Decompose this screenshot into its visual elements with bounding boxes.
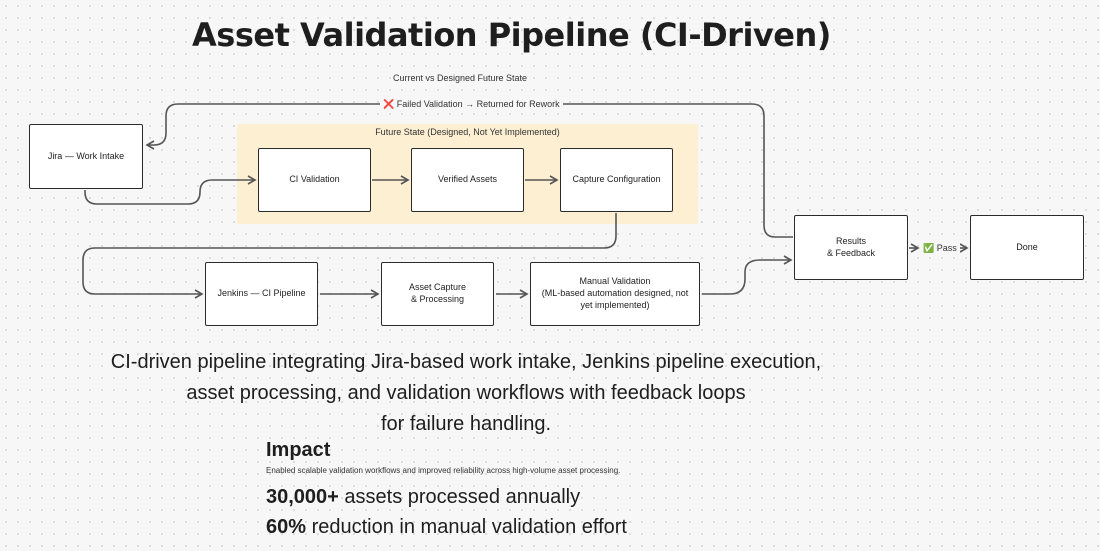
- description-line-2: asset processing, and validation workflo…: [186, 382, 746, 404]
- node-verified-assets-label: Verified Assets: [437, 174, 498, 185]
- edge-manual-validation-to-results: [702, 255, 793, 295]
- impact-metric-assets-value: 30,000+: [266, 486, 339, 508]
- edge-jira-to-ci-validation: [84, 175, 257, 205]
- impact-metric-reduction-text: reduction in manual validation effort: [306, 516, 627, 538]
- edge-label-pass: ✅ Pass: [920, 242, 960, 254]
- description-line-1: CI-driven pipeline integrating Jira-base…: [110, 351, 822, 373]
- node-ci-validation[interactable]: CI Validation: [258, 148, 371, 212]
- node-results-label-line2: & Feedback: [826, 247, 876, 258]
- edge-capture-config-to-jenkins: [82, 213, 617, 299]
- node-jira-work-intake[interactable]: Jira — Work Intake: [29, 124, 143, 189]
- diagram-subtitle: Current vs Designed Future State: [392, 73, 528, 83]
- node-manual-validation-label-line1: Manual Validation: [579, 276, 651, 287]
- node-verified-assets[interactable]: Verified Assets: [411, 148, 524, 212]
- node-manual-validation[interactable]: Manual Validation (ML-based automation d…: [530, 262, 700, 326]
- impact-metric-reduction: 60% reduction in manual validation effor…: [266, 516, 627, 539]
- node-done[interactable]: Done: [970, 215, 1084, 280]
- node-asset-capture-label-line1: Asset Capture: [408, 282, 467, 293]
- node-jenkins-label: Jenkins — CI Pipeline: [217, 288, 306, 299]
- node-jenkins-ci-pipeline[interactable]: Jenkins — CI Pipeline: [205, 262, 318, 326]
- impact-subtitle: Enabled scalable validation workflows an…: [266, 466, 621, 475]
- pipeline-description: CI-driven pipeline integrating Jira-base…: [0, 347, 932, 440]
- impact-heading: Impact: [266, 439, 331, 461]
- node-capture-configuration-label: Capture Configuration: [572, 174, 661, 185]
- node-capture-configuration[interactable]: Capture Configuration: [560, 148, 673, 212]
- node-results-feedback[interactable]: Results & Feedback: [794, 215, 908, 280]
- node-manual-validation-label-line2: (ML-based automation designed, not: [541, 288, 689, 299]
- impact-metric-assets-text: assets processed annually: [338, 486, 581, 508]
- node-done-label: Done: [1016, 241, 1038, 252]
- diagram-title: Asset Validation Pipeline (CI-Driven): [192, 16, 831, 54]
- description-line-3: for failure handling.: [380, 413, 552, 435]
- node-results-label-line1: Results: [835, 235, 866, 246]
- node-asset-capture-label-line2: & Processing: [410, 294, 465, 304]
- impact-metric-assets: 30,000+ assets processed annually: [266, 486, 580, 509]
- node-jira-label: Jira — Work Intake: [47, 150, 125, 161]
- future-state-zone-label: Future State (Designed, Not Yet Implemen…: [375, 127, 560, 137]
- edge-label-failed-validation: ❌ Failed Validation → Returned for Rewor…: [380, 98, 563, 110]
- node-ci-validation-label: CI Validation: [289, 174, 340, 185]
- node-manual-validation-label-line3: yet implemented): [580, 299, 650, 310]
- impact-metric-reduction-value: 60%: [266, 516, 307, 538]
- node-asset-capture-processing[interactable]: Asset Capture & Processing: [381, 262, 494, 326]
